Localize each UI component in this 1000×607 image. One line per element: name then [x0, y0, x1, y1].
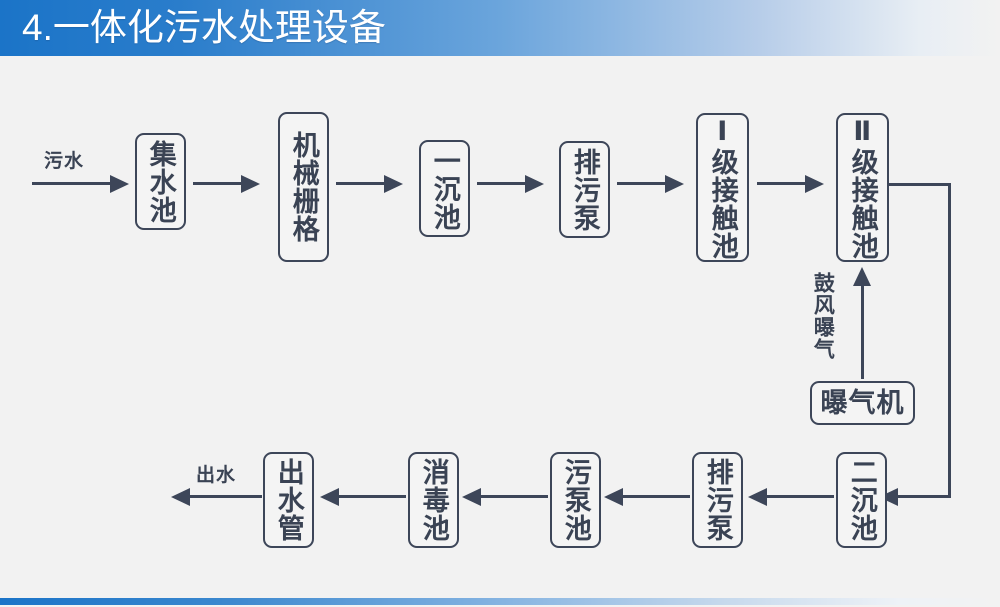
- node-wubengchi-label: 污泵池: [560, 458, 591, 542]
- connector-inlet-line: [32, 182, 114, 185]
- arrow-paiwubeng2-wubengchi: [604, 488, 623, 506]
- node-wubengchi[interactable]: 污泵池: [550, 452, 601, 548]
- node-paiwubeng-bottom-label: 排污泵: [702, 458, 733, 542]
- node-jishuichi[interactable]: 集水池: [135, 133, 186, 230]
- connector-aeration-line: [861, 285, 864, 379]
- node-erchenchi-label: 二沉池: [846, 458, 877, 542]
- node-erchenchi[interactable]: 二沉池: [836, 452, 887, 548]
- node-yichenchi[interactable]: 一沉池: [419, 140, 470, 237]
- node-chushuiguan-label: 出水管: [273, 458, 304, 542]
- footer-bar: [0, 598, 1000, 605]
- arrow-inlet: [110, 175, 129, 193]
- page-title: 4.一体化污水处理设备: [22, 7, 386, 48]
- node-paiwubeng-bottom[interactable]: 排污泵: [692, 452, 743, 548]
- arrow-paiwubeng1-yijijiechu: [665, 175, 684, 193]
- arrow-yichenchi-paiwubeng1: [525, 175, 544, 193]
- node-erji-jiechuchi-label: Ⅱ级接触池: [847, 115, 878, 260]
- node-chushuiguan[interactable]: 出水管: [263, 452, 314, 548]
- edge-label-inlet: 污水: [44, 151, 85, 172]
- connector-jishuichi-jixieshange: [193, 182, 245, 185]
- connector-yichenchi-paiwubeng1: [477, 182, 529, 185]
- arrow-wubengchi-xiaoduchi: [462, 488, 481, 506]
- node-jixieshange-label: 机械栅格: [288, 131, 319, 243]
- node-xiaoduchi[interactable]: 消毒池: [408, 452, 459, 548]
- connector-xiaoduchi-chushuiguan: [336, 495, 406, 498]
- edge-label-aeration: 鼓风曝气: [811, 272, 835, 360]
- node-jishuichi-label: 集水池: [145, 139, 176, 224]
- node-jixieshange[interactable]: 机械栅格: [278, 112, 329, 262]
- node-puqiji[interactable]: 曝气机: [810, 381, 915, 425]
- node-puqiji-label: 曝气机: [820, 387, 905, 418]
- arrow-yijijiechu-erjijiechu: [805, 175, 824, 193]
- connector-right-down: [948, 183, 951, 498]
- connector-right-to-erchenchi: [898, 495, 951, 498]
- arrow-jixieshange-yichenchi: [384, 175, 403, 193]
- arrow-outlet: [171, 488, 190, 506]
- node-paiwubeng-top-label: 排污泵: [569, 147, 600, 232]
- node-xiaoduchi-label: 消毒池: [418, 458, 449, 542]
- connector-erchenchi-paiwubeng2: [764, 495, 834, 498]
- connector-yijijiechu-erjijiechu: [757, 182, 809, 185]
- node-yichenchi-label: 一沉池: [429, 146, 460, 231]
- edge-label-outlet: 出水: [196, 465, 237, 486]
- connector-paiwubeng2-wubengchi: [620, 495, 690, 498]
- header-bar: 4.一体化污水处理设备: [0, 0, 1000, 56]
- node-yiji-jiechuchi[interactable]: Ⅰ级接触池: [696, 113, 749, 262]
- node-erji-jiechuchi[interactable]: Ⅱ级接触池: [836, 113, 889, 262]
- node-paiwubeng-top[interactable]: 排污泵: [559, 141, 610, 238]
- connector-wubengchi-xiaoduchi: [478, 495, 548, 498]
- connector-erjijiechu-right: [889, 183, 951, 186]
- connector-paiwubeng1-yijijiechu: [617, 182, 669, 185]
- arrow-jishuichi-jixieshange: [241, 175, 260, 193]
- connector-outlet-line: [190, 495, 262, 498]
- arrow-aeration: [853, 267, 871, 286]
- node-yiji-jiechuchi-label: Ⅰ级接触池: [707, 115, 738, 260]
- arrow-erchenchi-paiwubeng2: [748, 488, 767, 506]
- arrow-xiaoduchi-chushuiguan: [320, 488, 339, 506]
- connector-jixieshange-yichenchi: [336, 182, 388, 185]
